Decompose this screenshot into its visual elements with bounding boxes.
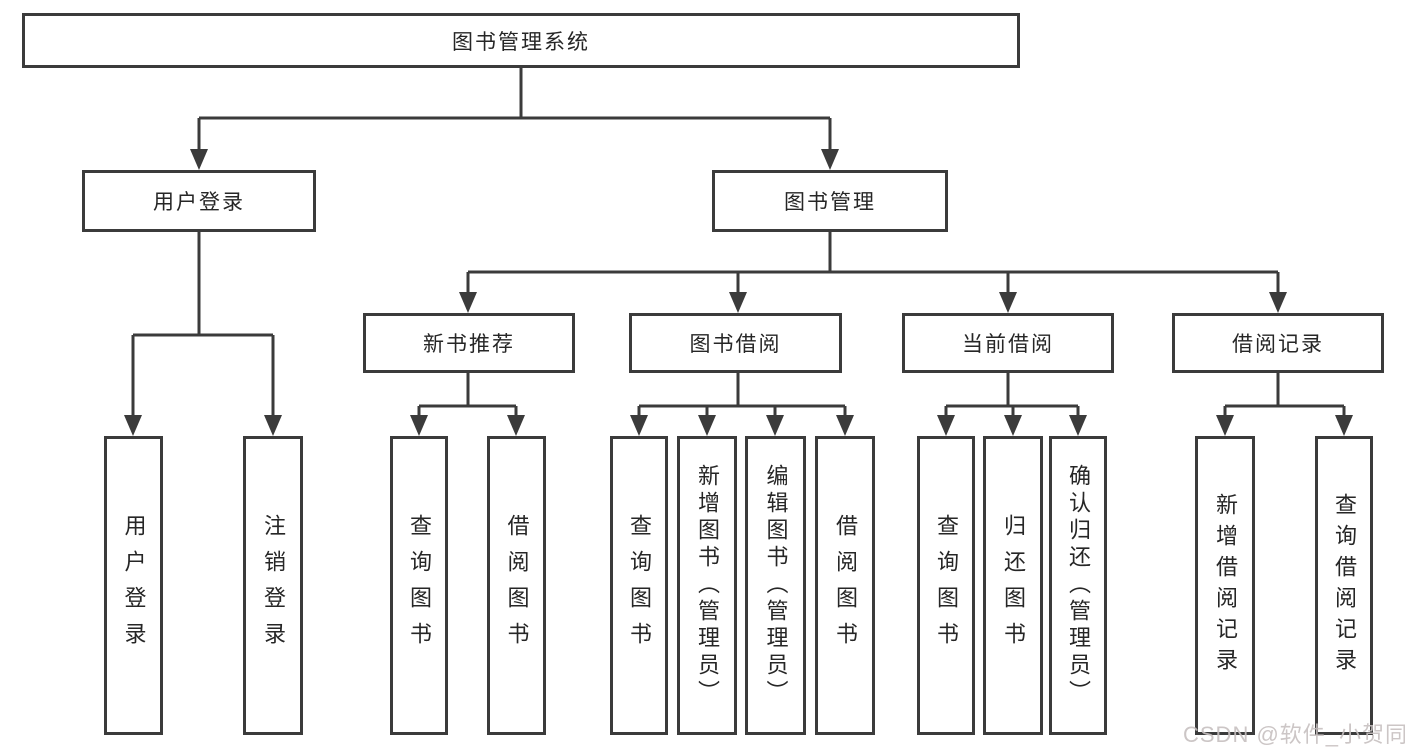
leaf-query-borrow-record: 查询借阅记录 bbox=[1315, 436, 1373, 735]
arrowhead-icon bbox=[1069, 415, 1087, 436]
arrowhead-icon bbox=[264, 415, 282, 436]
arrowhead-icon bbox=[459, 292, 477, 313]
node-new-book-recommend: 新书推荐 bbox=[363, 313, 575, 373]
connector-bookborrow-to-leaves bbox=[637, 373, 847, 418]
node-borrow-records: 借阅记录 bbox=[1172, 313, 1384, 373]
arrowhead-icon bbox=[190, 149, 208, 170]
arrowhead-icon bbox=[410, 415, 428, 436]
leaf-query-books-newbooks: 查询图书 bbox=[390, 436, 448, 735]
leaf-label: 查询借阅记录 bbox=[1332, 492, 1357, 679]
arrowhead-icon bbox=[1335, 415, 1353, 436]
csdn-watermark: CSDN @软件_小贺同学 bbox=[1183, 722, 1405, 747]
leaf-query-books-borrow: 查询图书 bbox=[610, 436, 668, 735]
leaf-borrow-books-borrow: 借阅图书 bbox=[815, 436, 875, 735]
node-library-management-system: 图书管理系统 bbox=[22, 13, 1020, 68]
leaf-label: 新增借阅记录 bbox=[1213, 492, 1238, 679]
arrowhead-icon bbox=[999, 292, 1017, 313]
leaf-logout: 注销登录 bbox=[243, 436, 303, 735]
leaf-label: 借阅图书 bbox=[833, 513, 858, 658]
arrowhead-icon bbox=[698, 415, 716, 436]
leaf-edit-books-admin: 编辑图书（管理员） bbox=[745, 436, 806, 735]
node-label: 借阅记录 bbox=[1232, 333, 1324, 356]
leaf-label: 查询图书 bbox=[934, 513, 959, 658]
arrowhead-group bbox=[124, 149, 1353, 436]
node-label: 用户登录 bbox=[153, 191, 245, 214]
arrowhead-icon bbox=[1269, 292, 1287, 313]
arrowhead-icon bbox=[1216, 415, 1234, 436]
leaf-label: 编辑图书（管理员） bbox=[763, 464, 789, 707]
connector-borrowrecords-to-leaves bbox=[1223, 373, 1346, 418]
leaf-query-books-current: 查询图书 bbox=[917, 436, 975, 735]
node-current-borrow: 当前借阅 bbox=[902, 313, 1114, 373]
connector-currentborrow-to-leaves bbox=[944, 373, 1080, 418]
arrowhead-icon bbox=[766, 415, 784, 436]
arrowhead-icon bbox=[1004, 415, 1022, 436]
connector-path-group bbox=[131, 68, 1346, 418]
connector-root-to-level2 bbox=[197, 68, 832, 152]
leaf-label: 归还图书 bbox=[1001, 513, 1026, 658]
arrowhead-icon bbox=[630, 415, 648, 436]
leaf-confirm-return-admin: 确认归还（管理员） bbox=[1049, 436, 1107, 735]
node-label: 当前借阅 bbox=[962, 333, 1054, 356]
arrowhead-icon bbox=[507, 415, 525, 436]
node-label: 图书管理 bbox=[784, 191, 876, 214]
leaf-borrow-books-newbooks: 借阅图书 bbox=[487, 436, 546, 735]
node-label: 新书推荐 bbox=[423, 333, 515, 356]
leaf-label: 用户登录 bbox=[121, 513, 147, 658]
node-book-management: 图书管理 bbox=[712, 170, 948, 232]
node-label: 图书管理系统 bbox=[452, 30, 590, 54]
connector-userlogin-to-leaves bbox=[131, 232, 275, 418]
leaf-add-borrow-record: 新增借阅记录 bbox=[1195, 436, 1255, 735]
node-label: 图书借阅 bbox=[689, 333, 782, 356]
arrowhead-icon bbox=[836, 415, 854, 436]
node-user-login: 用户登录 bbox=[82, 170, 316, 232]
leaf-label: 注销登录 bbox=[261, 513, 286, 658]
connector-newbooks-to-leaves bbox=[417, 373, 518, 418]
arrowhead-icon bbox=[729, 292, 747, 313]
arrowhead-icon bbox=[821, 149, 839, 170]
leaf-label: 借阅图书 bbox=[504, 513, 530, 658]
connector-bookmgmt-to-level3 bbox=[466, 232, 1280, 295]
node-book-borrow: 图书借阅 bbox=[629, 313, 842, 373]
leaf-add-books-admin: 新增图书（管理员） bbox=[677, 436, 737, 735]
leaf-label: 查询图书 bbox=[627, 513, 652, 658]
arrowhead-icon bbox=[124, 415, 142, 436]
leaf-user-login: 用户登录 bbox=[104, 436, 163, 735]
leaf-return-books: 归还图书 bbox=[983, 436, 1043, 735]
arrowhead-icon bbox=[937, 415, 955, 436]
leaf-label: 查询图书 bbox=[407, 513, 432, 658]
leaf-label: 新增图书（管理员） bbox=[695, 464, 720, 707]
leaf-label: 确认归还（管理员） bbox=[1066, 464, 1091, 707]
